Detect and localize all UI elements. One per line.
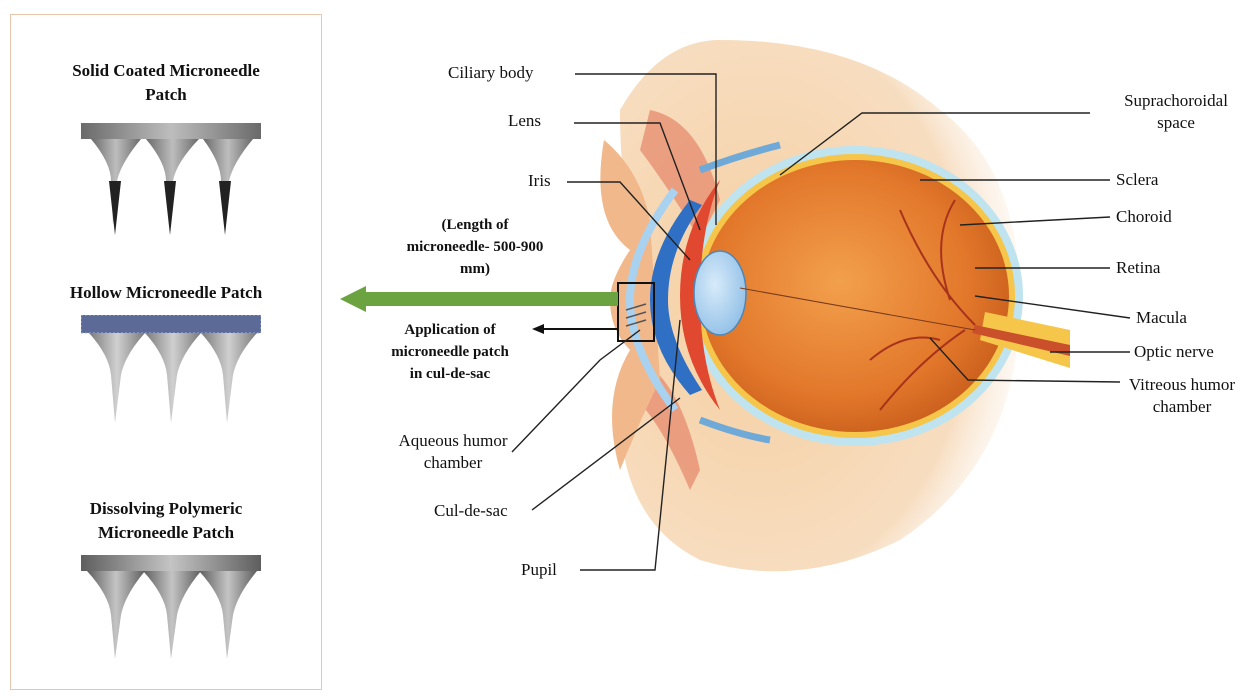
label-lens: Lens <box>508 110 541 132</box>
label-choroid: Choroid <box>1116 206 1172 228</box>
label-pupil: Pupil <box>521 559 557 581</box>
label-aqueous-humor-chamber: Aqueous humor chamber <box>388 430 518 474</box>
application-note: Application of microneedle patch in cul-… <box>380 319 520 385</box>
label-cul-de-sac: Cul-de-sac <box>434 500 508 522</box>
label-macula: Macula <box>1136 307 1187 329</box>
label-ciliary-body: Ciliary body <box>448 62 533 84</box>
lens-shape <box>694 251 746 335</box>
label-iris: Iris <box>528 170 551 192</box>
label-suprachoroidal-space: Suprachoroidal space <box>1096 90 1256 134</box>
length-arrow-head <box>340 286 366 312</box>
needle-length-note: (Length of microneedle- 500-900 mm) <box>380 214 570 280</box>
label-vitreous-humor-chamber: Vitreous humor chamber <box>1112 374 1252 418</box>
application-arrow-head <box>532 324 544 334</box>
label-retina: Retina <box>1116 257 1160 279</box>
label-sclera: Sclera <box>1116 169 1158 191</box>
label-optic-nerve: Optic nerve <box>1134 341 1214 363</box>
